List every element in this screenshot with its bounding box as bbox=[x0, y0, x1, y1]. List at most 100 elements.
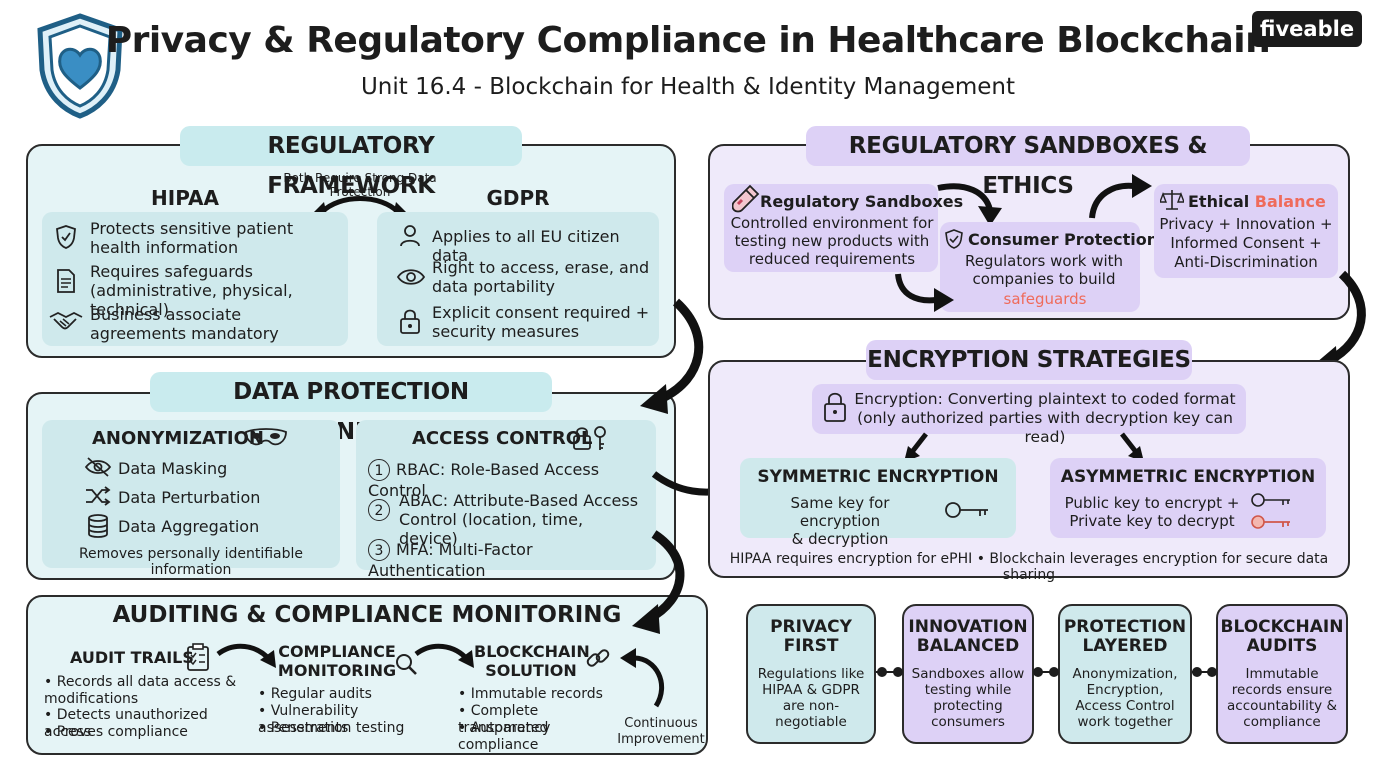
eye-slash-icon bbox=[84, 456, 112, 480]
shield-check-small-icon bbox=[944, 228, 964, 252]
compliance-monitoring-line2: MONITORING bbox=[277, 661, 397, 680]
symmetric-body: Same key for encryption & decryption bbox=[750, 494, 930, 548]
private-key-icon bbox=[1250, 514, 1292, 530]
framework-connector-note: Both Require Strong Data Protection bbox=[283, 171, 437, 199]
blockchain-solution-line2: SOLUTION bbox=[485, 661, 577, 680]
ethical-line1: Privacy + Innovation + bbox=[1159, 215, 1333, 233]
hipaa-item-2: Requires safeguards (administrative, phy… bbox=[90, 262, 293, 319]
monitoring-item-2: • Vulnerability assessments bbox=[258, 703, 359, 736]
hipaa-label: HIPAA bbox=[151, 186, 219, 210]
principle-4-body-line2: records ensure bbox=[1231, 682, 1333, 698]
public-key-icon bbox=[1250, 492, 1292, 508]
shield-check-icon bbox=[54, 224, 78, 249]
gdpr-item-3: Explicit consent required + security mea… bbox=[432, 303, 650, 341]
database-icon bbox=[86, 513, 110, 538]
encryption-definition-card bbox=[812, 384, 1246, 434]
continuous-improvement-label: Continuous Improvement bbox=[616, 716, 706, 748]
audit-trails-item-1: • Records all data access & modification… bbox=[44, 674, 237, 707]
principle-3-body-line1: Anonymization, bbox=[1072, 666, 1178, 682]
padlock-icon bbox=[398, 307, 422, 334]
principle-3-title-line2: LAYERED bbox=[1082, 636, 1168, 656]
audit-to-monitoring-arrow bbox=[216, 643, 276, 668]
audit-trails-label: AUDIT TRAILS bbox=[70, 648, 194, 667]
principle-2-body-line3: protecting bbox=[933, 698, 1003, 714]
brand-logo: fiveable bbox=[1252, 11, 1362, 47]
compliance-monitoring-label: COMPLIANCE MONITORING bbox=[272, 642, 402, 680]
hipaa-item-3: Business associate agreements mandatory bbox=[90, 305, 279, 343]
anonymization-footer: Removes personally identifiable informat… bbox=[78, 546, 304, 578]
monitoring-item-3: • Penetration testing bbox=[258, 720, 405, 736]
principle-3-title-line1: PROTECTION bbox=[1063, 617, 1187, 637]
principle-2-body-line1: Sandboxes allow bbox=[911, 666, 1025, 682]
blockchain-item-3: • Automated compliance bbox=[458, 720, 549, 753]
blockchain-solution-label: BLOCKCHAIN SOLUTION bbox=[474, 642, 590, 680]
principle-1-body-line3: are non- bbox=[782, 698, 840, 714]
encryption-definition: Encryption: Converting plaintext to code… bbox=[850, 390, 1240, 447]
asymmetric-card bbox=[1050, 458, 1326, 538]
anonymization-label: ANONYMIZATION bbox=[92, 428, 264, 449]
principle-4-title-line1: BLOCKCHAIN bbox=[1220, 617, 1344, 637]
symmetric-line1: Same key for encryption bbox=[790, 494, 890, 530]
blockchain-item-2-text: Complete transparency bbox=[458, 703, 551, 736]
anonymization-item-2: Data Perturbation bbox=[118, 488, 261, 507]
principle-1-body-line1: Regulations like bbox=[757, 666, 865, 682]
principle-1-title-line2: FIRST bbox=[783, 636, 839, 656]
blockchain-item-3-text: Automated compliance bbox=[458, 720, 549, 753]
anonymization-item-1: Data Masking bbox=[118, 459, 228, 478]
principle-1-title-line1: PRIVACY bbox=[770, 617, 852, 637]
access-control-label: ACCESS CONTROL bbox=[412, 428, 593, 449]
principle-1-body-line4: negotiable bbox=[775, 714, 847, 730]
symmetric-line2: & decryption bbox=[791, 530, 889, 548]
step-number-2: 2 bbox=[368, 499, 390, 521]
continuous-line1: Continuous bbox=[624, 716, 698, 731]
continuous-improvement-arrow bbox=[620, 648, 664, 708]
principle-3-body-line4: work together bbox=[1077, 714, 1173, 730]
anonymization-item-3: Data Aggregation bbox=[118, 517, 260, 536]
asymmetric-body: Public key to encrypt + Private key to d… bbox=[1060, 494, 1244, 530]
principle-2-title-line2: BALANCED bbox=[916, 636, 1020, 656]
ethical-balance-title: Ethical Balance bbox=[1188, 192, 1326, 211]
document-icon bbox=[54, 268, 78, 293]
monitoring-to-blockchain-arrow bbox=[414, 643, 474, 668]
encryption-heading: ENCRYPTION STRATEGIES bbox=[866, 340, 1192, 380]
gdpr-label: GDPR bbox=[486, 186, 550, 210]
protection-to-auditing-arrow bbox=[632, 530, 685, 634]
regulatory-sandboxes-card bbox=[724, 184, 938, 272]
connector-dot bbox=[893, 667, 903, 677]
symmetric-label: SYMMETRIC ENCRYPTION bbox=[757, 467, 999, 487]
regulatory-sandboxes-body: Controlled environment for testing new p… bbox=[730, 214, 934, 268]
principle-2-body-line2: testing while bbox=[924, 682, 1012, 698]
audit-trails-item-3: • Proves compliance bbox=[44, 724, 188, 740]
shield-heart-logo bbox=[34, 12, 126, 120]
principle-3-body-line3: Access Control bbox=[1075, 698, 1175, 714]
data-protection-heading: DATA PROTECTION TECHNIQUES bbox=[150, 372, 552, 445]
ethical-title-plain: Ethical bbox=[1188, 192, 1255, 211]
framework-to-protection-arrow bbox=[640, 298, 704, 414]
rbac-text: RBAC: Role-Based Access Control bbox=[368, 460, 600, 500]
regulatory-framework-heading: REGULATORY FRAMEWORK bbox=[180, 126, 522, 199]
principle-3-body-line2: Encryption, bbox=[1086, 682, 1164, 698]
sandbox-to-protection-arrow bbox=[937, 183, 1002, 226]
hipaa-item-1: Protects sensitive patient health inform… bbox=[90, 219, 294, 257]
gdpr-card bbox=[377, 212, 659, 346]
blockchain-item-2: • Complete transparency bbox=[458, 703, 551, 736]
principle-2-body-line4: consumers bbox=[931, 714, 1005, 730]
gdpr-item-2: Right to access, erase, and data portabi… bbox=[432, 258, 650, 296]
symmetric-card bbox=[740, 458, 1016, 538]
hipaa-card bbox=[42, 212, 348, 346]
audit-trails-item-2-text: Detects unauthorized access bbox=[44, 707, 208, 740]
protection-to-ethics-arrow bbox=[1089, 174, 1152, 219]
page-title: Privacy & Regulatory Compliance in Healt… bbox=[105, 20, 1271, 61]
auditing-panel bbox=[26, 595, 708, 755]
asymmetric-label: ASYMMETRIC ENCRYPTION bbox=[1060, 467, 1316, 487]
sandbox-loop-arrow bbox=[895, 273, 954, 312]
